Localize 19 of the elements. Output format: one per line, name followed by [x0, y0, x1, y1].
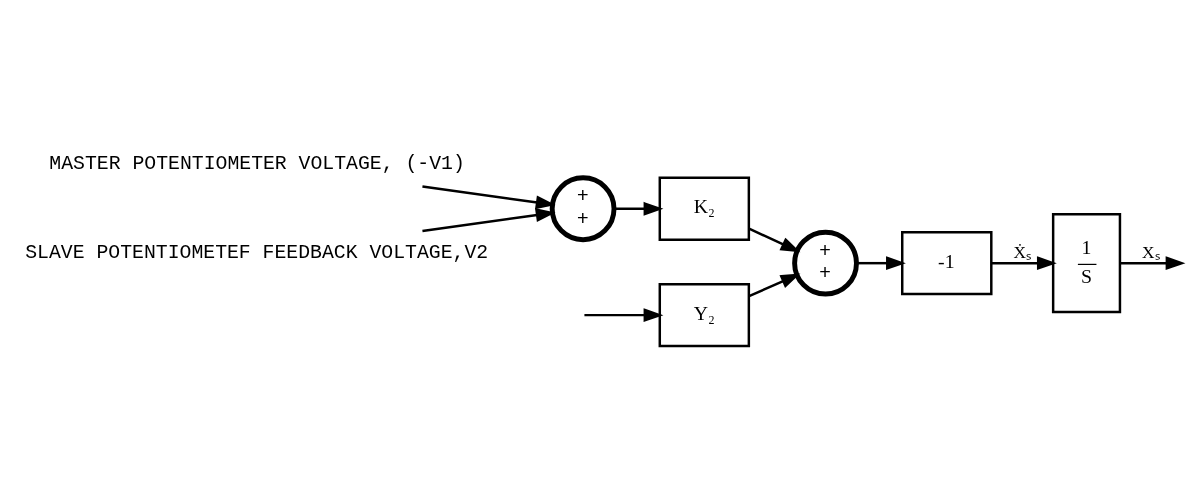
- arrow: [991, 255, 1057, 270]
- arrow: [748, 273, 801, 297]
- edge-label: Ẋₛ: [1013, 242, 1031, 262]
- arrow: [584, 307, 664, 322]
- node-circle: + +: [792, 229, 859, 297]
- node-text: MASTER POTENTIOMETER VOLTAGE, (-V1): [49, 152, 465, 175]
- node-box: K₂: [658, 176, 751, 241]
- node-text: SLAVE POTENTIOMETEF FEEDBACK VOLTAGE,V2: [25, 241, 489, 264]
- node-box: -1: [901, 230, 993, 295]
- arrow: [1120, 255, 1186, 270]
- arrow: [748, 227, 801, 252]
- arrow: [422, 184, 556, 209]
- node-box: Y₂: [658, 282, 751, 347]
- arrow: [422, 207, 556, 232]
- arrow: [856, 255, 906, 270]
- node-box: 1 S: [1051, 212, 1122, 313]
- node-circle: + +: [549, 174, 617, 242]
- arrow: [614, 201, 664, 216]
- edge-label: Xₛ: [1142, 242, 1160, 262]
